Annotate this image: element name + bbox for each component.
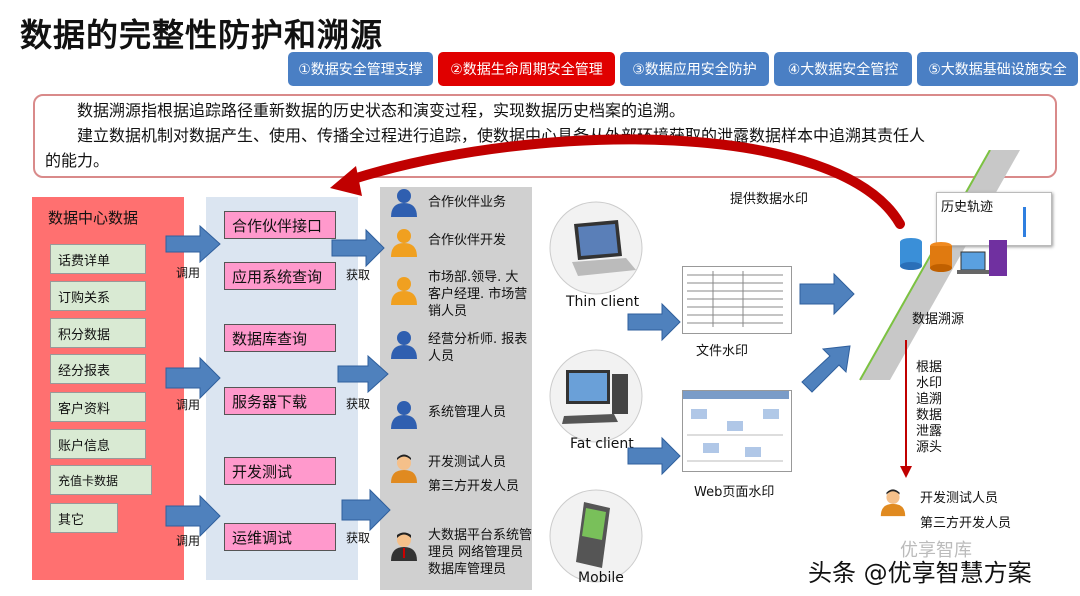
access-server-download: 服务器下载 xyxy=(224,387,336,415)
access-dev-test: 开发测试 xyxy=(224,457,336,485)
trace-text: 根据水印追溯数据泄露源头 xyxy=(916,360,946,456)
file-watermark-thumbnail xyxy=(682,266,792,334)
data-item-account-info: 账户信息 xyxy=(50,429,146,459)
file-watermark-label: 文件水印 xyxy=(696,340,748,359)
role-marketing: 市场部.领导. 大客户经理. 市场营销人员 xyxy=(428,269,528,320)
page-title: 数据的完整性防护和溯源 xyxy=(20,10,383,56)
web-watermark-label: Web页面水印 xyxy=(694,481,774,500)
call-label-2: 调用 xyxy=(176,396,200,413)
person-icon xyxy=(388,398,420,430)
role-dev-test: 开发测试人员 xyxy=(428,454,540,471)
fat-client-label: Fat client xyxy=(570,436,634,452)
server-cluster-icon xyxy=(895,232,1015,284)
access-ops-debug: 运维调试 xyxy=(224,523,336,551)
role-platform-admin: 大数据平台系统管理员 网络管理员 数据库管理员 xyxy=(428,527,540,578)
thin-client-label: Thin client xyxy=(566,294,639,310)
data-item-reports: 经分报表 xyxy=(50,354,146,384)
description-line-1: 数据溯源指根据追踪路径重新数据的历史状态和演变过程，实现数据历史档案的追溯。 xyxy=(45,98,1045,123)
data-item-subscription: 订购关系 xyxy=(50,281,146,311)
access-db-query: 数据库查询 xyxy=(224,324,336,352)
fetch-label-3: 获取 xyxy=(346,529,370,546)
role-partner-dev: 合作伙伴开发 xyxy=(428,232,540,249)
data-item-call-detail: 话费详单 xyxy=(50,244,146,274)
footer-text: 头条 @优享智慧方案 xyxy=(808,553,1032,588)
data-item-customer-info: 客户资料 xyxy=(50,392,146,422)
access-partner-interface: 合作伙伴接口 xyxy=(224,211,336,239)
person-icon xyxy=(388,226,420,258)
tab-data-security-support[interactable]: ①数据安全管理支撑 xyxy=(288,52,433,86)
role-sysadmin: 系统管理人员 xyxy=(428,404,540,421)
fetch-label-1: 获取 xyxy=(346,266,370,283)
provide-watermark-label: 提供数据水印 xyxy=(730,188,808,207)
person-icon xyxy=(388,274,420,306)
admin-icon xyxy=(388,530,420,562)
document-lines-icon xyxy=(683,267,789,331)
call-label-1: 调用 xyxy=(176,264,200,281)
data-item-recharge-card: 充值卡数据 xyxy=(50,465,152,495)
access-app-query: 应用系统查询 xyxy=(224,262,336,290)
developer-icon xyxy=(388,452,420,484)
red-down-head xyxy=(900,466,912,478)
tab-data-lifecycle[interactable]: ②数据生命周期安全管理 xyxy=(438,52,615,86)
tab-bigdata-infra[interactable]: ⑤大数据基础设施安全 xyxy=(917,52,1078,86)
role-third-party-dev: 第三方开发人员 xyxy=(428,478,540,495)
laptop-icon xyxy=(548,200,644,296)
webpage-icon xyxy=(683,391,789,469)
person-icon xyxy=(388,186,420,218)
fetch-label-2: 获取 xyxy=(346,395,370,412)
call-label-3: 调用 xyxy=(176,532,200,549)
result-role-third-party: 第三方开发人员 xyxy=(920,512,1011,531)
role-partner-business: 合作伙伴业务 xyxy=(428,194,540,211)
developer-icon xyxy=(878,486,908,518)
history-bar xyxy=(1023,207,1026,237)
tab-bigdata-control[interactable]: ④大数据安全管控 xyxy=(774,52,912,86)
description-line-2: 建立数据机制对数据产生、使用、传播全过程进行追踪，使数据中心具备从外部环境获取的… xyxy=(45,123,1045,148)
data-center-label: 数据中心数据 xyxy=(48,207,138,228)
person-icon xyxy=(388,328,420,360)
result-role-dev-test: 开发测试人员 xyxy=(920,487,998,506)
traceback-label: 数据溯源 xyxy=(912,308,964,327)
mobile-label: Mobile xyxy=(578,570,624,586)
desktop-pc-icon xyxy=(548,348,644,444)
history-label: 历史轨迹 xyxy=(937,193,1051,218)
web-watermark-thumbnail xyxy=(682,390,792,472)
data-item-other: 其它 xyxy=(50,503,118,533)
tab-data-app-protection[interactable]: ③数据应用安全防护 xyxy=(620,52,769,86)
role-analyst: 经营分析师. 报表人员 xyxy=(428,331,528,365)
data-item-points: 积分数据 xyxy=(50,318,146,348)
